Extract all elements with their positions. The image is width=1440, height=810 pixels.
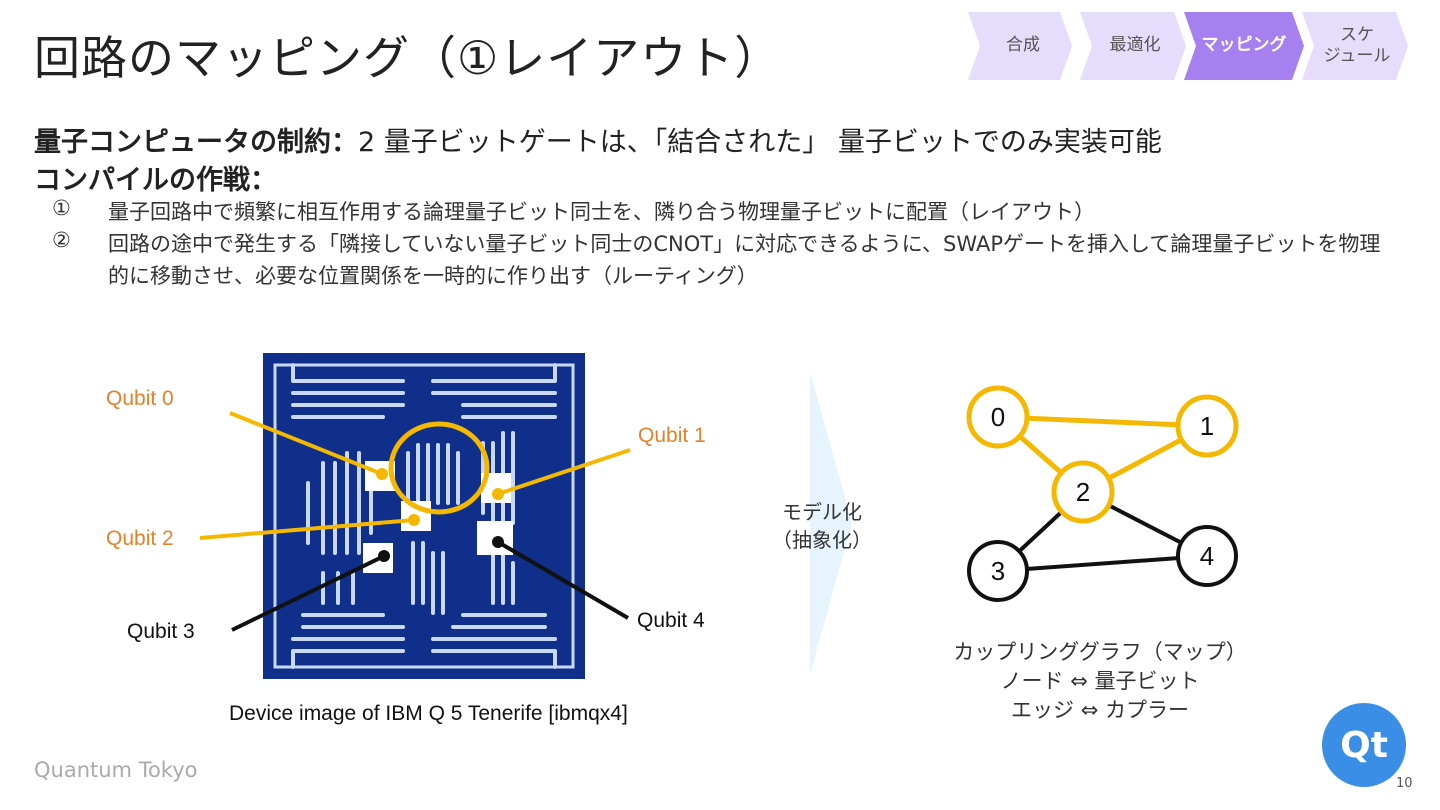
graph-node-2-label: 2 bbox=[1076, 477, 1090, 507]
constraint-label: 量子コンピュータの制約： bbox=[34, 127, 358, 158]
graph-caption-line3: エッジ ⇔ カプラー bbox=[1011, 698, 1189, 722]
footer-brand: Quantum Tokyo bbox=[34, 758, 198, 782]
step-mapping[interactable]: マッピング bbox=[1190, 12, 1298, 80]
step-optimization-shape bbox=[1080, 12, 1186, 80]
edge-0-1 bbox=[995, 414, 1210, 429]
device-chip-image bbox=[263, 353, 585, 679]
step-schedule[interactable]: スケ ジュール bbox=[1310, 12, 1404, 80]
graph-node-3 bbox=[967, 540, 1029, 602]
graph-node-0 bbox=[966, 385, 1030, 449]
page-title: 回路のマッピング（①レイアウト） bbox=[34, 31, 782, 85]
qubit-4-label: Qubit 4 bbox=[637, 609, 705, 632]
qubit-0-label: Qubit 0 bbox=[106, 387, 174, 410]
qubit-2-label: Qubit 2 bbox=[106, 527, 174, 550]
step-schedule-shape bbox=[1302, 12, 1408, 80]
step-mapping-shape bbox=[1184, 12, 1304, 80]
graph-node-1 bbox=[1175, 394, 1239, 458]
qubit-1-label: Qubit 1 bbox=[638, 424, 706, 447]
qt-logo-text: Qt bbox=[1340, 724, 1388, 766]
graph-caption-line2: ノード ⇔ 量子ビット bbox=[1000, 669, 1200, 693]
step-mapping-label: マッピング bbox=[1201, 35, 1287, 56]
step-optimization-label: 最適化 bbox=[1109, 35, 1161, 56]
graph-node-3-label: 3 bbox=[991, 556, 1005, 586]
process-steps: 合成 最適化 マッピング スケ ジュール bbox=[968, 12, 1408, 80]
model-label-line2: （抽象化） bbox=[772, 528, 872, 552]
qt-logo: Qt bbox=[1322, 703, 1406, 787]
graph-caption: カップリンググラフ（マップ） ノード ⇔ 量子ビット エッジ ⇔ カプラー bbox=[930, 638, 1270, 725]
list-item-text: 回路の途中で発生する「隣接していない量子ビット同士のCNOT」に対応できるように… bbox=[108, 232, 1381, 288]
constraint-line: 量子コンピュータの制約：2 量子ビットゲートは、「結合された」 量子ビットでのみ… bbox=[34, 120, 1162, 159]
device-caption: Device image of IBM Q 5 Tenerife [ibmqx4… bbox=[229, 702, 628, 725]
model-label: モデル化 （抽象化） bbox=[770, 498, 874, 554]
model-label-line1: モデル化 bbox=[782, 500, 862, 524]
arrow-shape bbox=[810, 372, 852, 674]
list-item-text: 量子回路中で頻繁に相互作用する論理量子ビット同士を、隣り合う物理量子ビットに配置… bbox=[108, 200, 1095, 224]
graph-caption-line1: カップリンググラフ（マップ） bbox=[953, 640, 1247, 664]
coupling-graph: 0 1 2 3 4 bbox=[966, 385, 1239, 602]
step-synthesis-label: 合成 bbox=[1006, 35, 1040, 56]
step-synthesis[interactable]: 合成 bbox=[976, 12, 1070, 80]
page-number: 10 bbox=[1396, 776, 1413, 791]
strategy-label: コンパイルの作戦： bbox=[34, 165, 277, 196]
qubit-3-pad bbox=[363, 543, 393, 573]
list-item-number: ② bbox=[52, 228, 71, 252]
list-item-number: ① bbox=[52, 196, 71, 220]
constraint-text: 2 量子ビットゲートは、「結合された」 量子ビットでのみ実装可能 bbox=[358, 127, 1162, 158]
coupler-highlight bbox=[388, 421, 490, 515]
graph-node-2 bbox=[1051, 460, 1115, 524]
graph-node-4-label: 4 bbox=[1200, 541, 1214, 571]
step-schedule-label: スケ ジュール bbox=[1323, 24, 1391, 66]
edge-3-4 bbox=[996, 554, 1209, 573]
step-optimization[interactable]: 最適化 bbox=[1088, 12, 1182, 80]
step-synthesis-shape bbox=[968, 12, 1072, 80]
qubit-3-label: Qubit 3 bbox=[127, 620, 195, 643]
steps-background bbox=[968, 12, 1408, 80]
graph-node-4 bbox=[1176, 525, 1238, 587]
graph-node-1-label: 1 bbox=[1200, 411, 1214, 441]
graph-node-0-label: 0 bbox=[991, 402, 1005, 432]
qubit-4-pad bbox=[477, 521, 513, 555]
